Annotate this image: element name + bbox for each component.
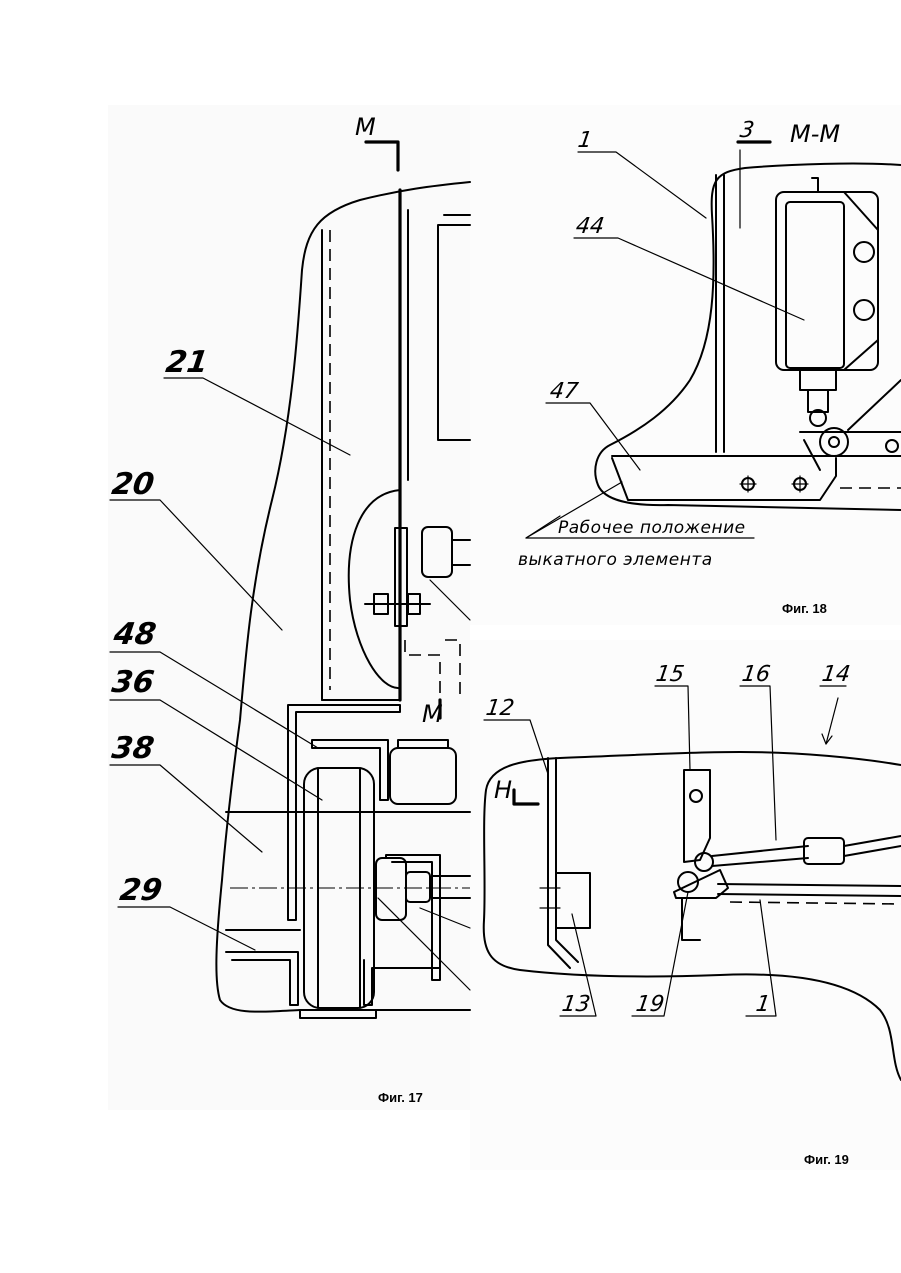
fig17-label-48: 48 <box>112 620 158 650</box>
fig18-label-47: 47 <box>548 381 579 403</box>
fig19-label-12: 12 <box>484 698 515 720</box>
fig18-note-line2: выкатного элемента <box>518 552 713 569</box>
fig18-scan-area <box>470 105 901 625</box>
fig19-label-14: 14 <box>820 664 851 686</box>
fig18-note-line1: Рабочее положение <box>558 520 746 537</box>
fig17-section-mark: М <box>355 115 376 139</box>
fig18-section-title: М-М <box>790 122 840 146</box>
fig18-caption: Фиг. 18 <box>782 601 827 616</box>
fig17-label-36: 36 <box>110 668 156 698</box>
fig17-caption: Фиг. 17 <box>378 1090 423 1105</box>
fig17-label-21: 21 <box>164 348 210 378</box>
fig17-label-29: 29 <box>118 876 164 906</box>
fig17-label-20: 20 <box>110 470 156 500</box>
fig18-label-44: 44 <box>574 216 605 238</box>
fig19-label-19: 19 <box>634 994 665 1016</box>
fig17-section-mark-lower: М <box>422 702 443 726</box>
fig19-section-mark: Н <box>494 778 512 802</box>
fig17-label-38: 38 <box>110 734 156 764</box>
fig19-label-15: 15 <box>654 664 685 686</box>
fig19-caption: Фиг. 19 <box>804 1152 849 1167</box>
fig19-label-13: 13 <box>560 994 591 1016</box>
fig19-label-16: 16 <box>740 664 771 686</box>
